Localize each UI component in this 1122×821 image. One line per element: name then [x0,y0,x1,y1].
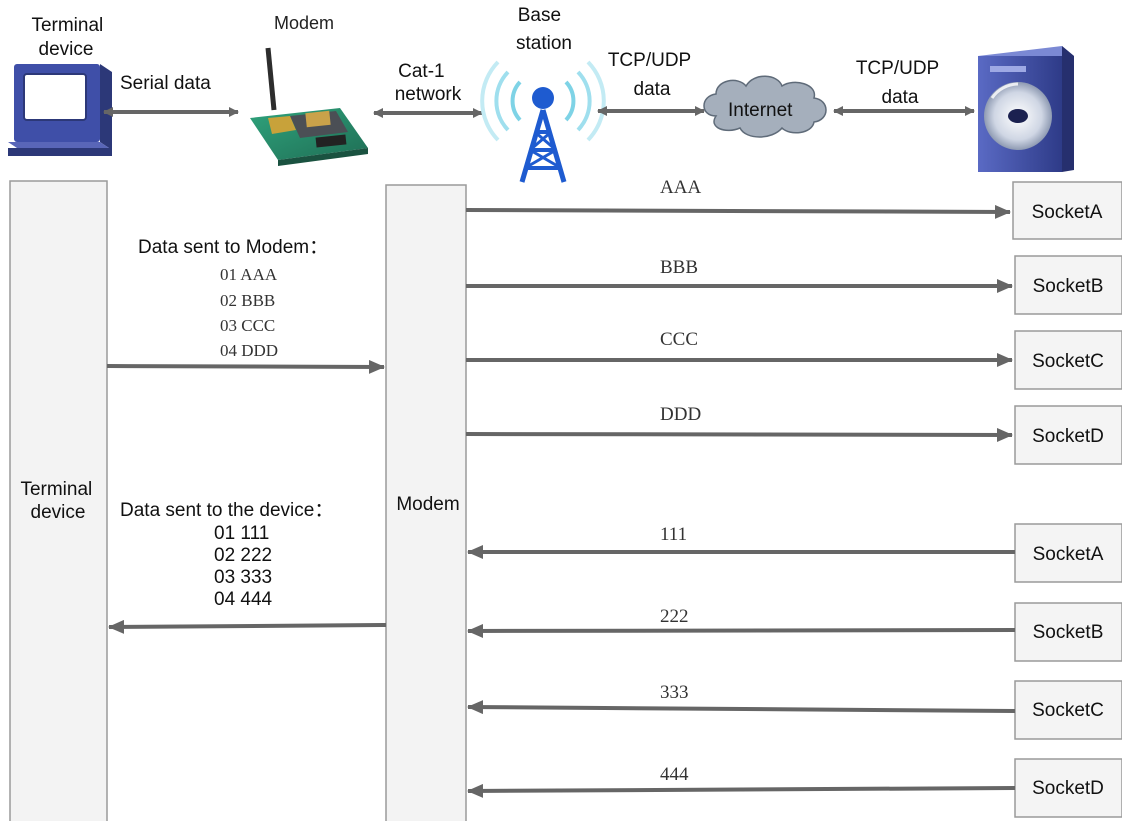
incoming-arrow [467,783,1016,798]
modem-to-terminal-arrow [108,619,387,634]
outgoing-row-b: BBB SocketB [466,255,1122,315]
to-device-line: 04 444 [214,589,273,610]
outgoing-data-label: BBB [660,257,698,278]
to-modem-line: 02 BBB [220,291,275,310]
computer-icon [8,64,112,156]
socket-label: SocketB [1033,622,1104,643]
incoming-arrow [467,700,1016,715]
socket-box [1014,602,1122,662]
modem-lane: Modem [385,184,467,821]
cat1-network-label: Cat-1 network [395,61,462,105]
to-device-line: 01 111 [214,523,269,544]
socket-box [1014,330,1122,390]
socket-box [1014,255,1122,315]
to-device-title: Data sent to the device： [120,500,333,521]
incoming-group: 111 SocketA 222 SocketB 333 SocketC 444 … [467,523,1122,818]
modem-board-icon [250,47,368,166]
terminal-lane: Terminal device [9,180,108,821]
to-device-line: 03 333 [214,567,272,588]
incoming-data-label: 111 [660,524,687,545]
socket-box [1014,758,1122,818]
terminal-lane-label: Terminal device [20,479,97,523]
to-modem-line: 04 DDD [220,341,278,360]
incoming-row-c: 333 SocketC [467,680,1122,740]
internet-cloud-icon [703,75,827,138]
socket-label: SocketA [1033,544,1104,565]
outgoing-row-a: AAA SocketA [465,177,1122,240]
incoming-arrow [467,623,1016,638]
outgoing-row-c: CCC SocketC [466,329,1122,390]
socket-label: SocketC [1032,700,1104,721]
socket-label: SocketB [1033,276,1104,297]
incoming-row-d: 444 SocketD [467,758,1122,818]
server-icon [978,46,1074,172]
socket-label: SocketD [1032,426,1104,447]
header: Terminal device Serial data Modem Cat [8,5,1074,183]
outgoing-row-d: DDD SocketD [465,404,1122,465]
socket-label: SocketA [1032,202,1103,223]
outgoing-data-label: AAA [660,177,701,198]
tcp-udp-label-right: TCP/UDP data [856,58,944,108]
socket-label: SocketD [1032,778,1104,799]
to-modem-line: 03 CCC [220,316,275,335]
outgoing-data-label: CCC [660,329,698,350]
outgoing-group: AAA SocketA BBB SocketB CCC SocketC DDD … [465,177,1122,465]
to-modem-block: Data sent to Modem： 01 AAA 02 BBB 03 CCC… [106,237,385,374]
incoming-data-label: 222 [660,606,689,627]
to-device-block: Data sent to the device： 01 111 02 222 0… [108,500,387,634]
modem-header-label: Modem [274,13,334,33]
outgoing-arrow [465,427,1013,442]
to-modem-title: Data sent to Modem： [138,237,328,258]
cell-tower-icon [480,60,606,183]
outgoing-arrow [465,204,1011,219]
terminal-header-label: Terminal device [31,15,108,60]
socket-box [1014,523,1122,583]
to-device-line: 02 222 [214,545,272,566]
incoming-data-label: 444 [660,764,689,785]
incoming-row-a: 111 SocketA [467,523,1122,583]
internet-label: Internet [728,100,793,121]
base-station-label: Base station [516,5,572,54]
to-modem-line: 01 AAA [220,265,278,284]
serial-data-label: Serial data [120,73,211,94]
modem-lane-label: Modem [396,494,459,515]
outgoing-data-label: DDD [660,404,701,425]
socket-box [1014,405,1122,465]
incoming-row-b: 222 SocketB [467,602,1122,662]
socket-box [1014,680,1122,740]
socket-box [1012,181,1122,240]
socket-label: SocketC [1032,351,1104,372]
tcp-udp-label-left: TCP/UDP data [608,50,696,100]
terminal-to-modem-arrow [106,359,385,374]
incoming-data-label: 333 [660,682,689,703]
